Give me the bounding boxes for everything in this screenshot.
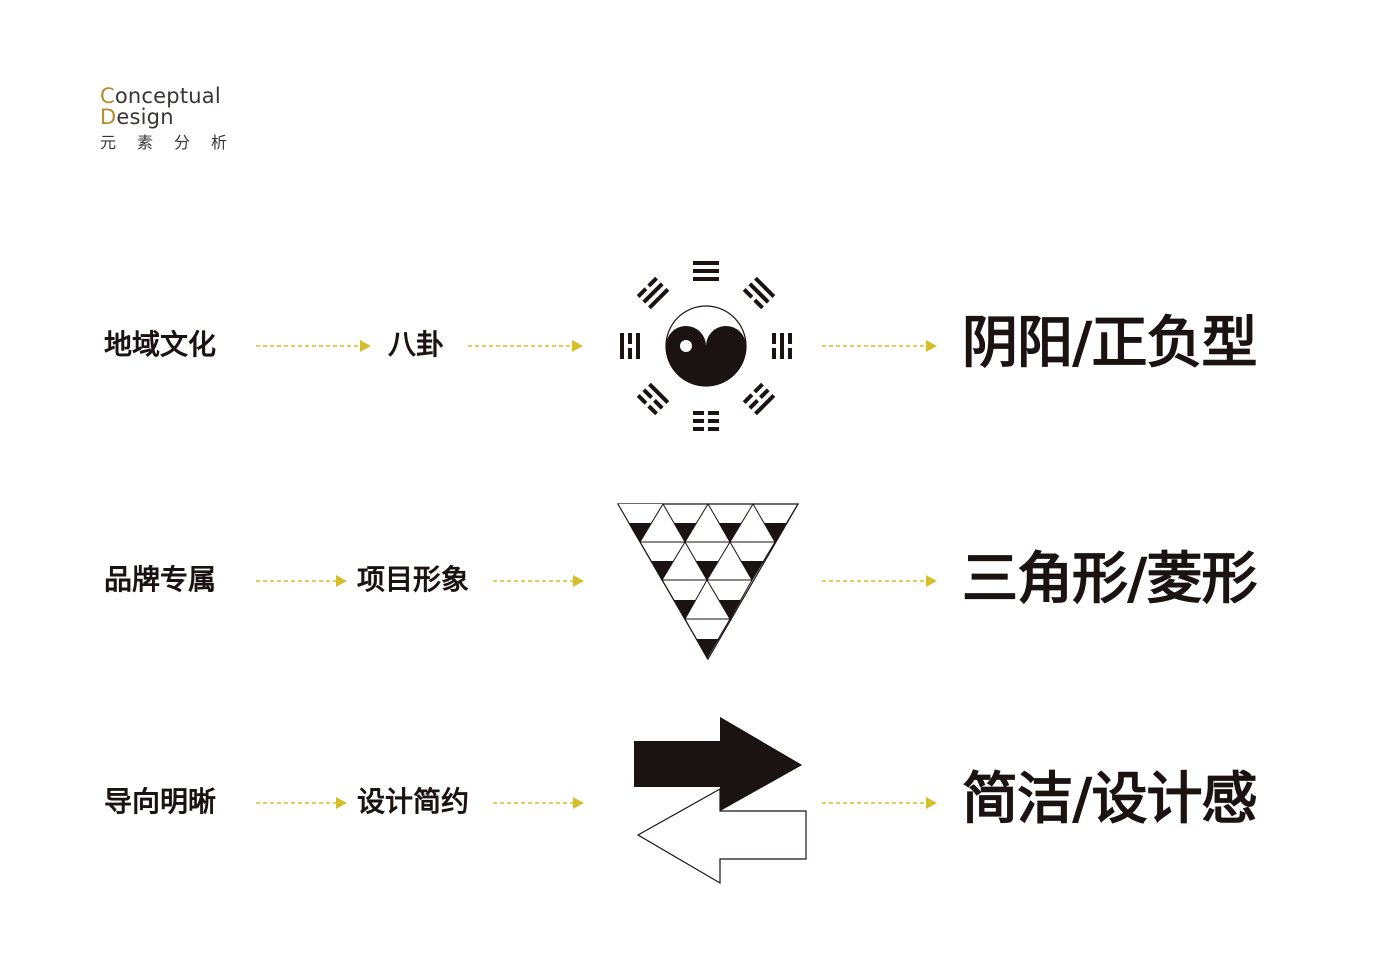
row2-element-label: 项目形象 — [357, 563, 470, 596]
dashed-arrow-icon — [822, 797, 937, 809]
dashed-arrow-icon — [822, 575, 937, 587]
row1-source-label: 地域文化 — [104, 328, 217, 361]
row2-arrow-2 — [493, 573, 585, 589]
double-arrow-icon — [632, 715, 810, 885]
row1-arrow-3 — [822, 338, 938, 354]
row2-arrow-1 — [256, 573, 348, 589]
row1-result-label: 阴阳/正负型 — [962, 311, 1257, 376]
brand-initial-c: C — [100, 84, 115, 108]
triangle-grid-icon — [617, 503, 799, 661]
brand-header: Conceptual Design 元素分析 — [100, 86, 248, 153]
row3-arrow-1 — [256, 795, 348, 811]
dashed-arrow-icon — [822, 340, 937, 352]
dashed-arrow-icon — [256, 340, 371, 352]
dashed-arrow-icon — [256, 797, 347, 809]
bagua-yinyang-icon — [616, 256, 796, 436]
row3-source-label: 导向明晰 — [104, 785, 217, 818]
brand-text-conceptual: onceptual — [114, 84, 221, 108]
row2-arrow-3 — [822, 573, 938, 589]
dashed-arrow-icon — [256, 575, 347, 587]
brand-line-design: Design — [100, 107, 248, 128]
row3-result-label: 简洁/设计感 — [962, 767, 1257, 832]
brand-text-design: esign — [116, 105, 174, 129]
dashed-arrow-icon — [468, 340, 583, 352]
row3-arrow-2 — [493, 795, 585, 811]
dashed-arrow-icon — [493, 797, 584, 809]
row3-element-label: 设计简约 — [357, 785, 470, 818]
brand-line-conceptual: Conceptual — [100, 86, 248, 107]
row2-result-label: 三角形/菱形 — [962, 547, 1257, 612]
row2-source-label: 品牌专属 — [104, 563, 217, 596]
brand-subtitle: 元素分析 — [100, 133, 249, 152]
row1-element-label: 八卦 — [388, 328, 445, 361]
dashed-arrow-icon — [493, 575, 584, 587]
row1-arrow-1 — [256, 338, 372, 354]
brand-initial-d: D — [100, 105, 117, 129]
row3-arrow-3 — [822, 795, 938, 811]
row1-arrow-2 — [468, 338, 584, 354]
